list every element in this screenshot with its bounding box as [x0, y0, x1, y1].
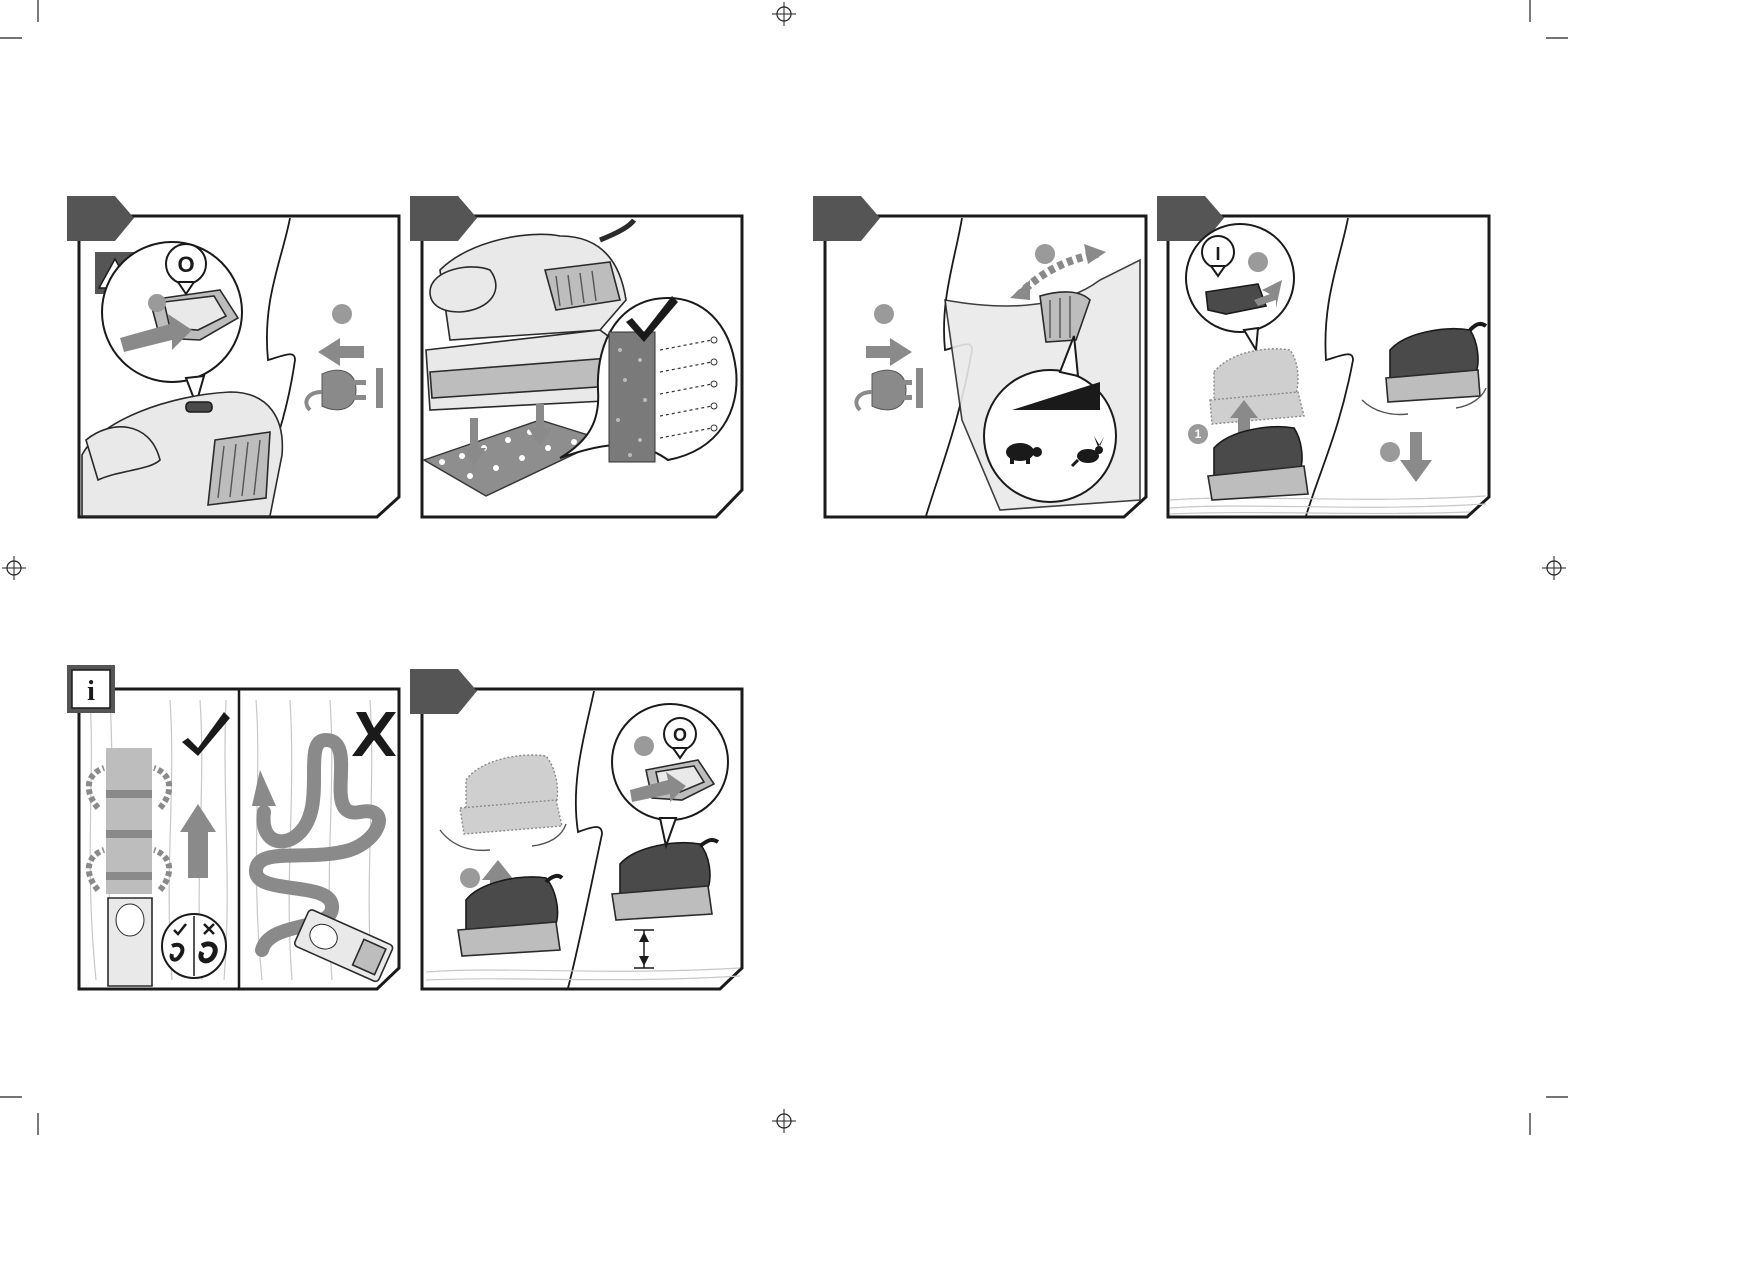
step-marker [460, 868, 480, 888]
step-marker [332, 304, 352, 324]
svg-text:O: O [177, 252, 194, 277]
panel-info-sanding-motion: i [67, 665, 399, 989]
svg-text:O: O [673, 725, 687, 745]
step-marker [874, 304, 894, 324]
panel-switch-on: I 1 [1157, 196, 1489, 517]
svg-text:I: I [1215, 244, 1220, 264]
panel-fit-sanding-sheet [410, 196, 742, 517]
step-one-badge: 1 [1188, 424, 1208, 444]
svg-text:1: 1 [1195, 427, 1202, 441]
step-marker [1380, 442, 1400, 462]
panel-speed-setting [813, 196, 1146, 517]
panel-switch-off-unplug: ! O [67, 196, 399, 517]
grip-bubble [162, 914, 226, 978]
instruction-sheet: ! O [0, 0, 1568, 1135]
step-marker [1035, 244, 1055, 264]
svg-text:i: i [87, 676, 95, 707]
registration-mark-left [2, 556, 26, 580]
panel-switch-off-lift: O [410, 669, 742, 989]
registration-mark-top [772, 2, 796, 26]
registration-mark-right [1542, 556, 1566, 580]
registration-mark-bottom [772, 1109, 796, 1133]
info-icon: i [67, 665, 115, 713]
